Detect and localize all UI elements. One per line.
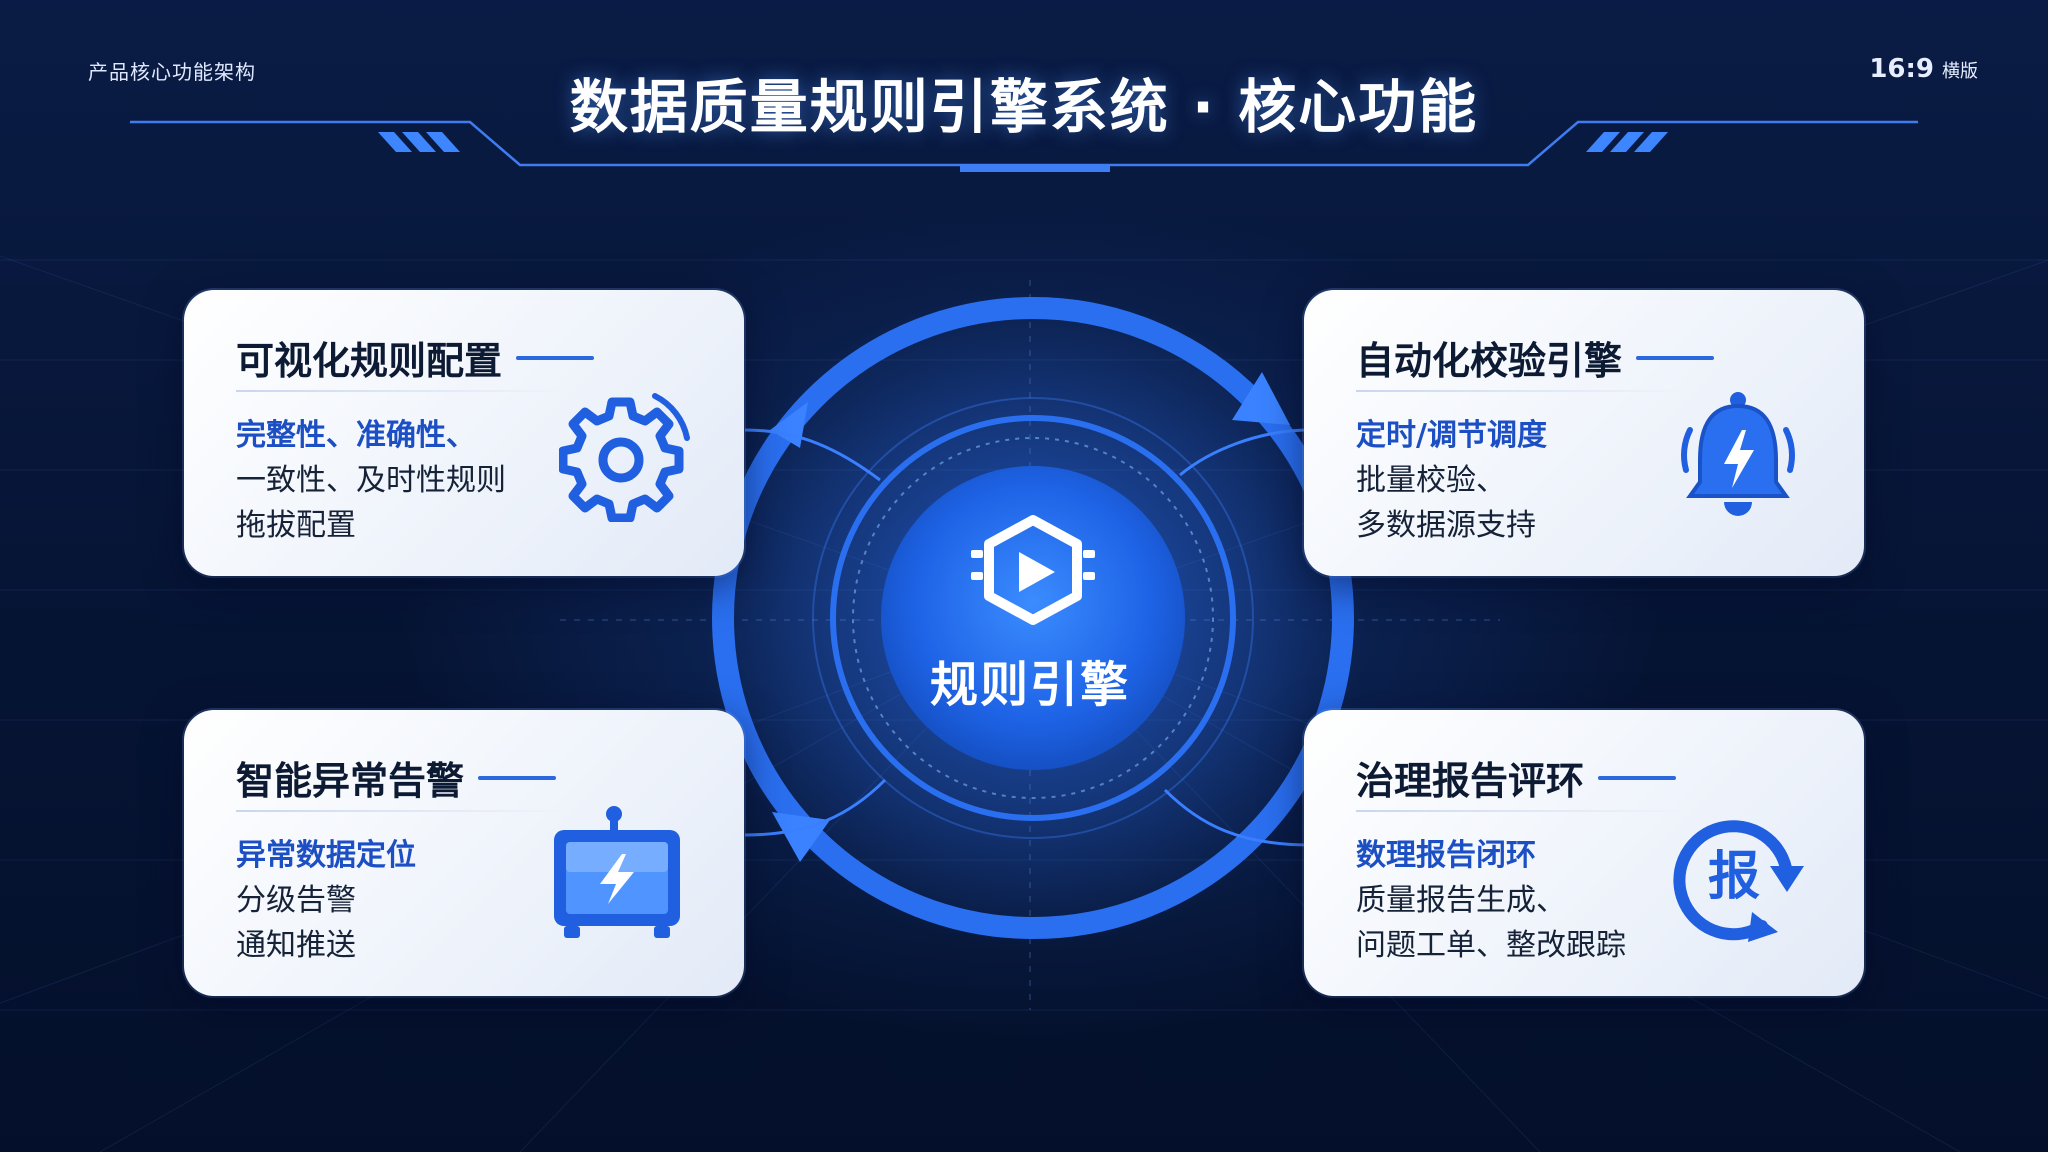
feature-card-smart-alert[interactable]: 智能异常告警 异常数据定位 分级告警 通知推送: [184, 710, 744, 996]
title-dash: [516, 355, 595, 360]
feature-card-governance-report[interactable]: 治理报告评环 数理报告闭环 质量报告生成、 问题工单、整改跟踪 报: [1304, 710, 1864, 996]
card-highlight: 定时/调节调度: [1356, 418, 1547, 453]
ring-arrow-top-icon: [1232, 372, 1290, 425]
card-title: 智能异常告警: [236, 750, 557, 805]
title-decoration: [130, 120, 1918, 172]
top-left-label: 产品核心功能架构: [88, 60, 256, 84]
card-title: 可视化规则配置: [236, 330, 595, 385]
card-title: 自动化校验引擎: [1356, 330, 1715, 385]
card-line: 问题工单、整改跟踪: [1356, 928, 1626, 963]
ratio-value: 16:9: [1869, 54, 1934, 84]
card-divider: [1356, 810, 1686, 812]
card-title-text: 智能异常告警: [236, 759, 465, 803]
card-title-text: 治理报告评环: [1356, 759, 1585, 803]
title-dash: [1598, 775, 1677, 780]
card-highlight: 异常数据定位: [236, 838, 416, 873]
card-title-text: 自动化校验引擎: [1356, 339, 1623, 383]
card-divider: [236, 390, 566, 392]
report-icon-text: 报: [1708, 847, 1760, 907]
report-cycle-icon: 报: [1673, 820, 1804, 942]
card-line: 批量校验、: [1356, 463, 1506, 498]
card-line: 质量报告生成、: [1356, 883, 1566, 918]
aspect-ratio-label: 16:9 横版: [1869, 54, 1978, 84]
card-divider: [1356, 390, 1686, 392]
card-line: 多数据源支持: [1356, 508, 1536, 543]
play-chip-icon: [971, 515, 1095, 625]
card-line: 拖拔配置: [236, 508, 356, 543]
page-title: 数据质量规则引擎系统 · 核心功能: [569, 73, 1479, 141]
card-title: 治理报告评环: [1356, 750, 1677, 805]
card-title-text: 可视化规则配置: [236, 339, 503, 383]
feature-card-visual-config[interactable]: 可视化规则配置 完整性、准确性、 一致性、及时性规则 拖拔配置: [184, 290, 744, 576]
card-divider: [236, 810, 566, 812]
title-dash: [1636, 355, 1715, 360]
engine-label: 规则引擎: [929, 657, 1130, 713]
title-dash: [478, 775, 557, 780]
gear-icon: [559, 393, 690, 522]
ratio-suffix: 横版: [1942, 61, 1978, 82]
card-line: 通知推送: [236, 928, 356, 963]
card-highlight: 完整性、准确性、: [236, 418, 476, 453]
monitor-alert-icon: [554, 806, 680, 938]
card-line: 分级告警: [236, 883, 356, 918]
card-line: 一致性、及时性规则: [236, 463, 506, 498]
card-highlight: 数理报告闭环: [1356, 838, 1536, 873]
feature-card-auto-validation[interactable]: 自动化校验引擎 定时/调节调度 批量校验、 多数据源支持: [1304, 290, 1864, 576]
bell-icon: [1681, 392, 1795, 516]
